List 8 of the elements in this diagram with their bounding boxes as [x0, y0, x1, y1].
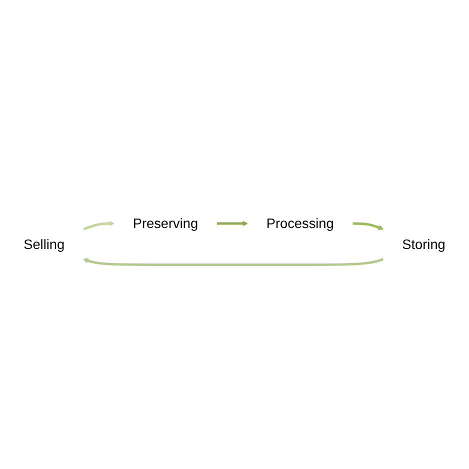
arrow: [82, 220, 114, 231]
node-text: Selling: [24, 236, 65, 252]
node-text: Storing: [402, 236, 446, 252]
arrow: [216, 220, 248, 226]
arrow: [82, 258, 384, 266]
node-text: Processing: [266, 216, 334, 232]
node-text: Preserving: [132, 216, 198, 232]
arrow: [352, 222, 384, 230]
